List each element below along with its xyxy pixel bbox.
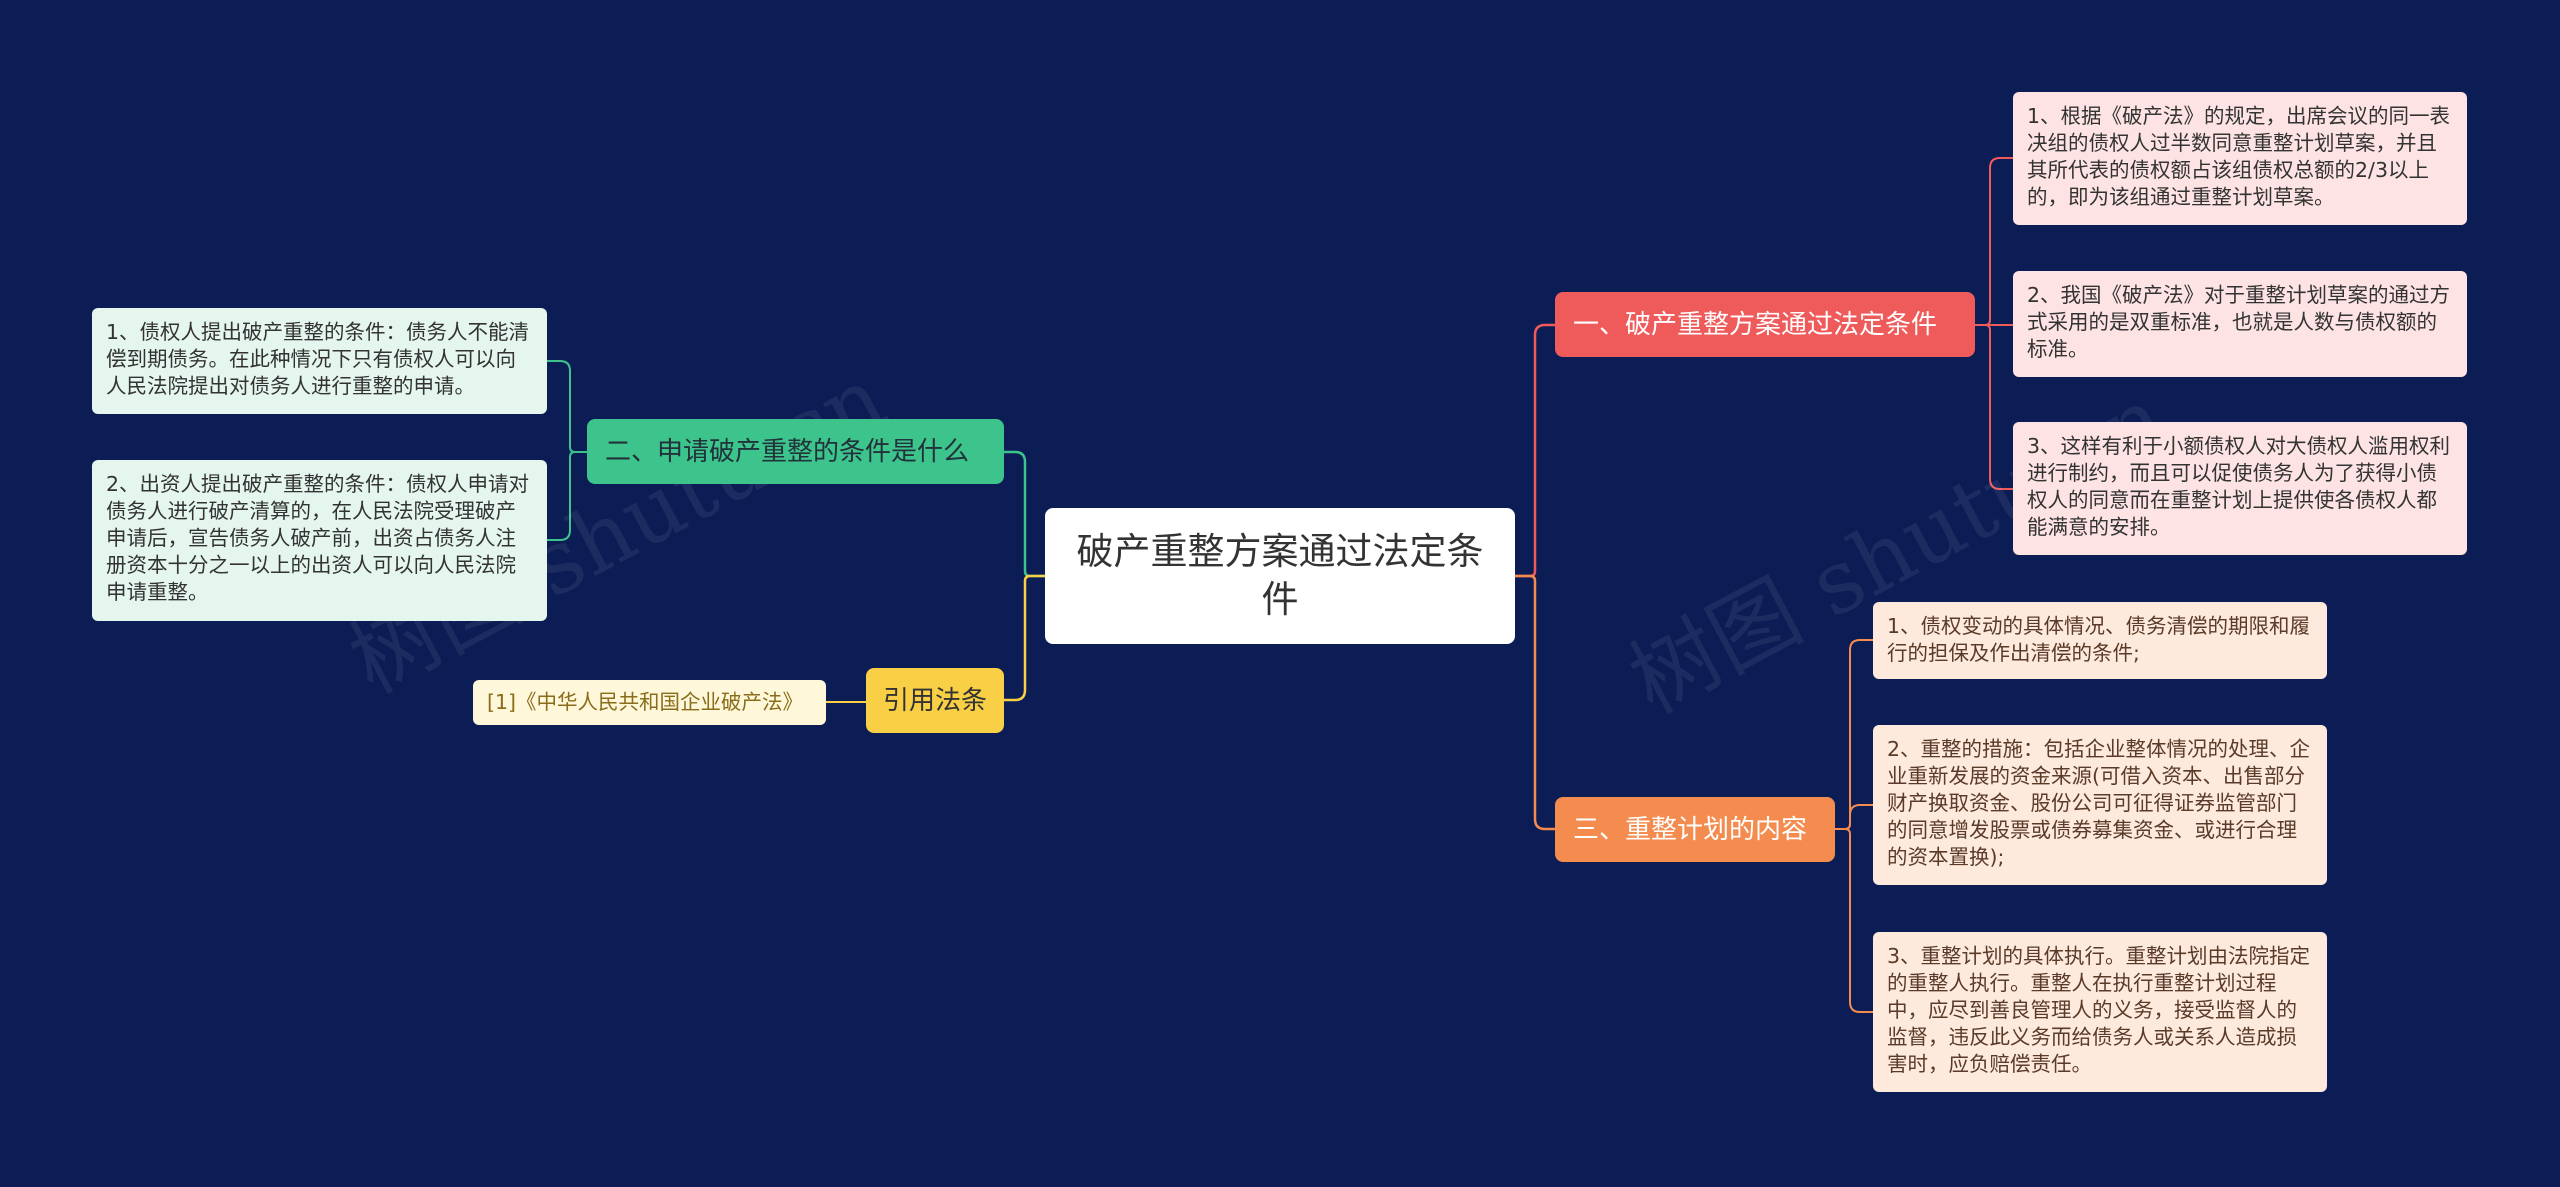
- leaf-approval-1[interactable]: 1、根据《破产法》的规定，出席会议的同一表决组的债权人过半数同意重整计划草案，并…: [2013, 92, 2467, 225]
- link-b2-leaf1: [1835, 639, 1873, 830]
- leaf-cited-law-1[interactable]: [1]《中华人民共和国企业破产法》: [473, 680, 826, 725]
- link-root-b1: [1515, 323, 1555, 578]
- root-topic-text: 破产重整方案通过法定条件: [1076, 530, 1484, 621]
- link-b2-leaf3: [1835, 828, 1873, 1013]
- branch-approval-conditions[interactable]: 一、破产重整方案通过法定条件: [1555, 292, 1975, 357]
- link-b3-leaf1: [547, 360, 587, 453]
- link-b3-leaf2: [547, 451, 587, 541]
- leaf-application-2[interactable]: 2、出资人提出破产重整的条件：债权人申请对债务人进行破产清算的，在人民法院受理破…: [92, 460, 547, 621]
- leaf-plan-1[interactable]: 1、债权变动的具体情况、债务清偿的期限和履行的担保及作出清偿的条件;: [1873, 602, 2327, 679]
- leaf-plan-2[interactable]: 2、重整的措施：包括企业整体情况的处理、企业重新发展的资金来源(可借入资本、出售…: [1873, 725, 2327, 885]
- link-root-b2: [1515, 574, 1555, 831]
- leaf-approval-3[interactable]: 3、这样有利于小额债权人对大债权人滥用权利进行制约，而且可以促使债务人为了获得小…: [2013, 422, 2467, 555]
- leaf-application-1[interactable]: 1、债权人提出破产重整的条件：债务人不能清偿到期债务。在此种情况下只有债权人可以…: [92, 308, 547, 414]
- link-root-b3: [1004, 450, 1045, 578]
- link-b1-leaf3: [1975, 324, 2013, 490]
- link-b2-leaf2: [1835, 804, 1873, 830]
- link-b1-leaf1: [1975, 157, 2013, 326]
- root-topic[interactable]: 破产重整方案通过法定条件: [1045, 508, 1515, 644]
- leaf-approval-2[interactable]: 2、我国《破产法》对于重整计划草案的通过方式采用的是双重标准，也就是人数与债权额…: [2013, 271, 2467, 377]
- leaf-plan-3[interactable]: 3、重整计划的具体执行。重整计划由法院指定的重整人执行。重整人在执行重整计划过程…: [1873, 932, 2327, 1092]
- branch-application-conditions[interactable]: 二、申请破产重整的条件是什么: [587, 419, 1004, 484]
- branch-cited-law[interactable]: 引用法条: [866, 668, 1004, 733]
- link-root-b4: [1004, 574, 1045, 702]
- branch-plan-contents[interactable]: 三、重整计划的内容: [1555, 797, 1835, 862]
